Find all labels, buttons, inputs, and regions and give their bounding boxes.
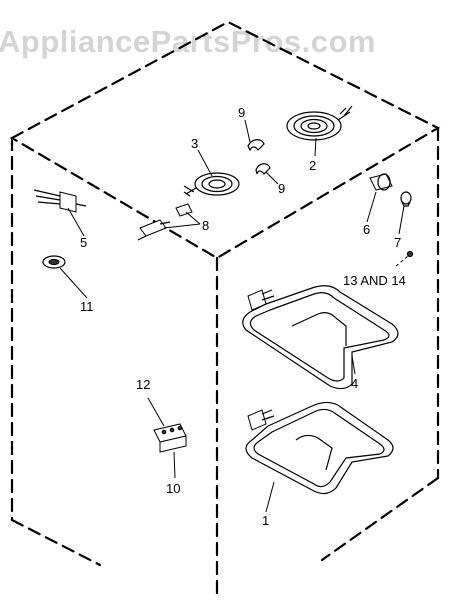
surface-element-small [183, 172, 240, 197]
callout-8: 8 [202, 218, 209, 233]
callout-5: 5 [80, 235, 87, 250]
callout-10: 10 [166, 481, 180, 496]
callout-1: 1 [262, 513, 269, 528]
callout-4: 4 [351, 376, 358, 391]
callout-12: 12 [136, 377, 150, 392]
range-cabinet-outline [9, 20, 441, 600]
surface-element-large [286, 105, 353, 141]
callout-2: 2 [309, 158, 316, 173]
callout-3: 3 [191, 136, 198, 151]
callout-13-and-14: 13 AND 14 [343, 273, 406, 288]
callout-6: 6 [363, 222, 370, 237]
callout-11: 11 [80, 299, 94, 314]
control-knob [369, 173, 393, 191]
callout-9-lower: 9 [278, 181, 285, 196]
element-clip-lower [255, 163, 271, 175]
element-clip-upper [247, 139, 265, 152]
bake-element [245, 401, 394, 495]
indicator-bulb [400, 191, 412, 207]
callout-7: 7 [394, 235, 401, 250]
switch-block [153, 423, 187, 453]
grommet [42, 255, 66, 269]
callout-9-upper: 9 [238, 105, 245, 120]
watermark-text: AppliancePartsPros.com [0, 24, 376, 59]
leader-lines [59, 119, 409, 513]
wire-connector [33, 189, 87, 213]
broil-element [242, 285, 399, 390]
small-screw [406, 250, 414, 258]
terminal-block-parts [137, 203, 193, 241]
callout-labels: 1 2 3 4 5 6 7 8 9 9 10 11 12 13 AND 14 [80, 105, 406, 528]
